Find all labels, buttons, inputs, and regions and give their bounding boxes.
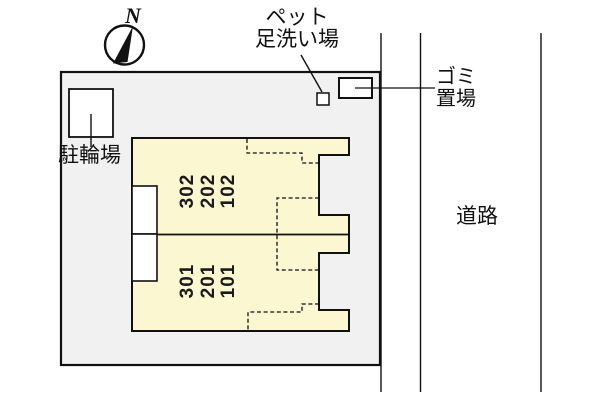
dashed-line-middle	[276, 197, 319, 271]
room-number-102: 102	[218, 173, 239, 209]
room-number-201: 201	[198, 263, 219, 299]
garbage-label-line1: ゴミ	[436, 66, 476, 88]
pet-wash-label: ペット 足洗い場	[248, 7, 346, 51]
pet-wash-square	[316, 92, 330, 106]
road-label: 道路	[456, 205, 498, 228]
room-number-101: 101	[218, 263, 239, 299]
bicycle-parking-label: 駐輪場	[58, 144, 121, 167]
pet-wash-leader-line	[300, 54, 323, 93]
compass-needle-icon	[113, 26, 133, 64]
room-number-202: 202	[198, 173, 219, 209]
stairwell-box-lower	[131, 233, 158, 282]
garbage-label: ゴミ 置場	[436, 66, 476, 110]
dashed-line-top	[246, 139, 319, 164]
room-number-301: 301	[177, 263, 198, 299]
compass-north-label: N	[125, 3, 141, 28]
pet-wash-label-line2: 足洗い場	[255, 28, 339, 51]
compass-circle	[103, 24, 146, 66]
pet-wash-label-line1: ペット	[265, 6, 329, 29]
room-number-302: 302	[177, 173, 198, 209]
stairwell-box-upper	[131, 185, 158, 235]
garbage-label-line2: 置場	[436, 88, 476, 110]
